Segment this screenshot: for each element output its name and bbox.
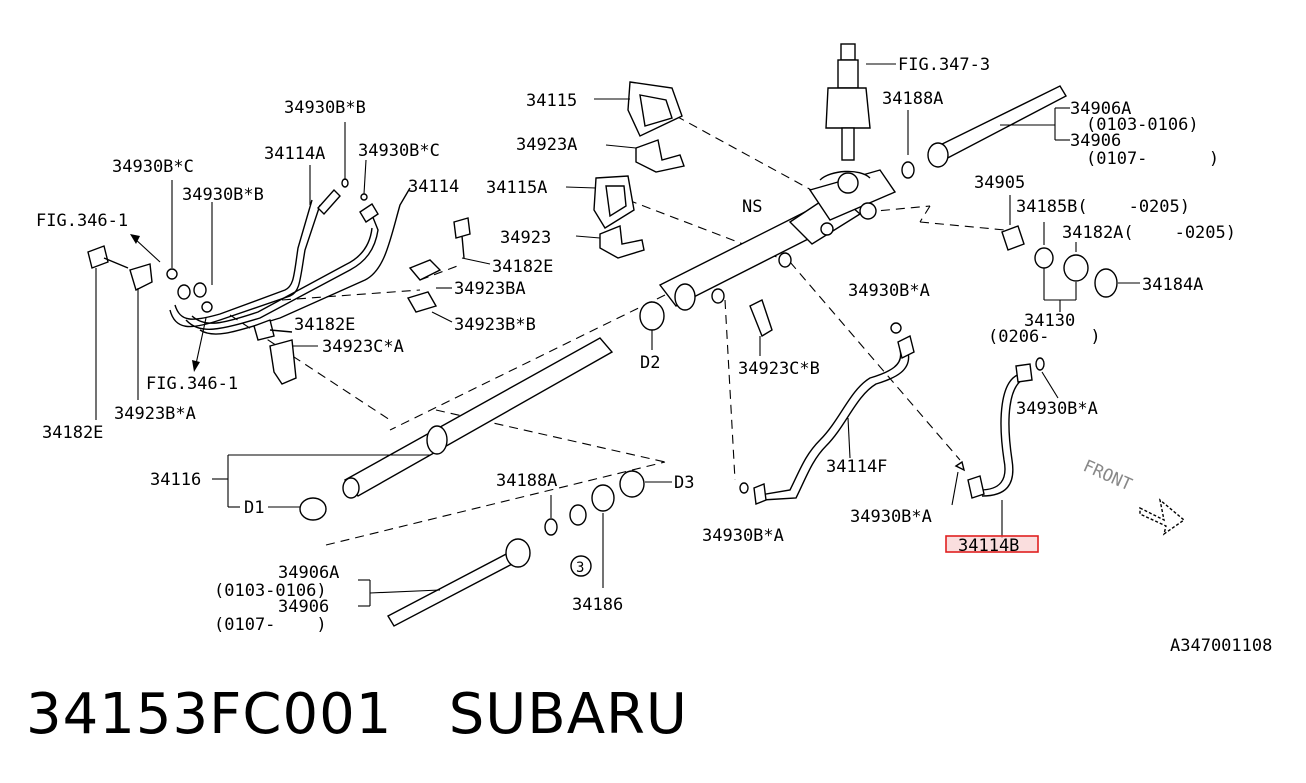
label-34906-low[interactable]: 34906 <box>278 597 329 617</box>
label-34930B-A-low[interactable]: 34930B*A <box>850 507 932 527</box>
label-34930B-A-bottom[interactable]: 34930B*A <box>702 526 784 546</box>
label-34185B[interactable]: 34185B( -0205) <box>1016 197 1190 217</box>
pipe-assembly-left <box>87 122 491 420</box>
tie-rod-upper <box>901 85 1070 179</box>
label-34116[interactable]: 34116 <box>150 470 201 490</box>
rack-boot-tube <box>212 301 665 521</box>
diagram-code: A347001108 <box>1170 636 1273 656</box>
front-label: FRONT <box>1080 456 1135 495</box>
front-arrow: FRONT <box>1080 456 1186 536</box>
label-34130[interactable]: 34130 <box>1024 311 1075 331</box>
label-34114[interactable]: 34114 <box>408 177 459 197</box>
label-34923BA[interactable]: 34923BA <box>454 279 526 299</box>
label-0206: (0206- ) <box>988 327 1101 347</box>
label-34923B-A[interactable]: 34923B*A <box>114 404 196 424</box>
label-34930B-C-right[interactable]: 34930B*C <box>358 141 440 161</box>
label-34930B-B-top[interactable]: 34930B*B <box>284 98 366 118</box>
label-34923A[interactable]: 34923A <box>516 135 577 155</box>
label-34923[interactable]: 34923 <box>500 228 551 248</box>
label-34188A-low[interactable]: 34188A <box>496 471 557 491</box>
label-34184A[interactable]: 34184A <box>1142 275 1203 295</box>
label-34115A[interactable]: 34115A <box>486 178 547 198</box>
part-labels: FIG.347-3 34188A 34906A (0103-0106) 3490… <box>36 55 1236 635</box>
label-34923B-B[interactable]: 34923B*B <box>454 315 536 335</box>
label-34188A-top[interactable]: 34188A <box>882 89 943 109</box>
label-34115[interactable]: 34115 <box>526 91 577 111</box>
pipe-assembly-right <box>739 299 1059 538</box>
label-34930B-A-mid[interactable]: 34930B*A <box>848 281 930 301</box>
label-34905[interactable]: 34905 <box>974 173 1025 193</box>
label-34114F[interactable]: 34114F <box>826 457 887 477</box>
highlight-box <box>945 535 1039 553</box>
label-34182A[interactable]: 34182A( -0205) <box>1062 223 1236 243</box>
label-34182E-lower[interactable]: 34182E <box>294 315 355 335</box>
label-fig346-1-bottom[interactable]: FIG.346-1 <box>146 374 238 394</box>
label-0107-top: (0107- ) <box>1086 149 1219 169</box>
steering-gearbox <box>658 43 897 311</box>
label-34923C-A[interactable]: 34923C*A <box>322 337 404 357</box>
brand-name: SUBARU <box>448 682 688 747</box>
label-34906A-top[interactable]: 34906A <box>1070 99 1131 119</box>
label-34182E-left[interactable]: 34182E <box>42 423 103 443</box>
label-34923C-B[interactable]: 34923C*B <box>738 359 820 379</box>
label-34114B[interactable]: 34114B <box>958 536 1019 556</box>
label-d2: D2 <box>640 353 660 373</box>
label-34930B-B-mid[interactable]: 34930B*B <box>182 185 264 205</box>
label-d1: D1 <box>244 498 264 518</box>
label-34906A-low[interactable]: 34906A <box>278 563 339 583</box>
clamp-brackets <box>565 81 685 259</box>
label-circle-3: 3 <box>576 560 584 576</box>
label-0103-0106-low: (0103-0106) <box>214 581 327 601</box>
label-34182E-mid[interactable]: 34182E <box>492 257 553 277</box>
label-34186[interactable]: 34186 <box>572 595 623 615</box>
label-0107-low: (0107- ) <box>214 615 327 635</box>
label-34906-top[interactable]: 34906 <box>1070 131 1121 151</box>
tie-rod-lower <box>358 470 672 627</box>
label-0103-0106-top: (0103-0106) <box>1086 115 1199 135</box>
label-fig347-3[interactable]: FIG.347-3 <box>898 55 990 75</box>
right-bushings <box>1001 195 1140 312</box>
label-34114A[interactable]: 34114A <box>264 144 325 164</box>
label-fig346-1-top[interactable]: FIG.346-1 <box>36 211 128 231</box>
footer-title: 34153FC001 SUBARU <box>26 682 688 747</box>
part-number: 34153FC001 <box>26 682 393 747</box>
label-34930B-C-left[interactable]: 34930B*C <box>112 157 194 177</box>
label-d3: D3 <box>674 473 694 493</box>
label-34930B-A-right[interactable]: 34930B*A <box>1016 399 1098 419</box>
label-ns: NS <box>742 197 762 217</box>
